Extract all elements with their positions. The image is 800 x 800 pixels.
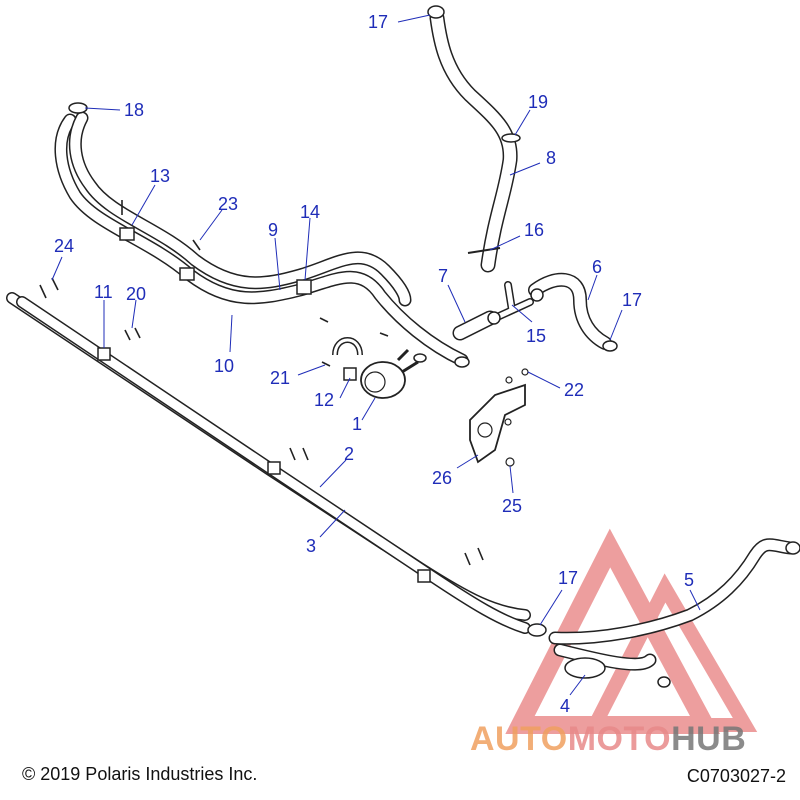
bracket-14: [296, 279, 312, 295]
pump-bracket-12: [332, 337, 363, 381]
callout-10: 10: [214, 356, 234, 376]
bolt-mid-a: [289, 447, 296, 461]
clamp-17-lower: [527, 623, 547, 637]
callout-15: 15: [526, 326, 546, 346]
callout-24: 24: [54, 236, 74, 256]
copyright-notice: © 2019 Polaris Industries Inc.: [22, 764, 258, 784]
nut-25a: [504, 418, 512, 426]
callout-26: 26: [432, 468, 452, 488]
clamp-9-end: [454, 356, 470, 368]
drawing-number: C0703027-2: [686, 766, 786, 786]
clamp-5-side: [657, 676, 671, 688]
callout-14: 14: [300, 202, 320, 222]
callout-labels: 17 19 8 18 13 23 9 14 16 24 7 6 11 20 17…: [54, 12, 694, 716]
bolt-21b: [321, 361, 331, 367]
callout-25: 25: [502, 496, 522, 516]
bolt-23b: [192, 239, 201, 251]
callout-17-lower: 17: [558, 568, 578, 588]
callout-17-top: 17: [368, 12, 388, 32]
bolt-mid-b: [302, 447, 309, 461]
nut-22a: [505, 376, 513, 384]
callout-8: 8: [546, 148, 556, 168]
bracket-13b: [179, 267, 195, 281]
bolt-24a: [39, 284, 47, 299]
callout-11: 11: [94, 282, 113, 302]
clamp-5-end: [785, 541, 800, 555]
bolt-low-a: [464, 552, 471, 566]
bolt-20a: [124, 329, 131, 341]
callout-16: 16: [524, 220, 544, 240]
bolt-low-b: [477, 547, 484, 561]
bracket-11: [97, 347, 111, 361]
tee-fitting-15: [491, 281, 534, 322]
clamp-17-top: [427, 5, 445, 19]
callout-2: 2: [344, 444, 354, 464]
clamp-18: [68, 102, 88, 114]
watermark-part-3: HUB: [671, 720, 746, 758]
bolt-20b: [134, 327, 141, 339]
callout-9: 9: [268, 220, 278, 240]
bolt-24b: [51, 277, 59, 291]
callout-7: 7: [438, 266, 448, 286]
callout-13: 13: [150, 166, 170, 186]
hose-7: [452, 310, 498, 341]
callout-6: 6: [592, 257, 602, 277]
hose-5: [548, 538, 797, 671]
bracket-13: [119, 227, 135, 241]
watermark-part-2: MOTO: [568, 720, 671, 758]
nut-22b: [521, 368, 529, 376]
hoses-9-10: [54, 111, 469, 367]
water-pump-1: [360, 348, 419, 399]
tie-strap-16: [467, 247, 501, 254]
watermark-part-1: AUTO: [470, 720, 568, 758]
clamp-19: [501, 133, 521, 143]
bolts: [39, 200, 484, 566]
bolt-pump: [379, 332, 389, 337]
clamp-15-b: [530, 288, 544, 302]
callout-12: 12: [314, 390, 334, 410]
callout-18: 18: [124, 100, 144, 120]
hose-6: [528, 272, 612, 350]
callout-4: 4: [560, 696, 570, 716]
bracket-lower: [417, 569, 431, 583]
callout-1: 1: [352, 414, 362, 434]
clamp-17-mid: [602, 340, 618, 352]
callout-3: 3: [306, 536, 316, 556]
callout-5: 5: [684, 570, 694, 590]
callout-19: 19: [528, 92, 548, 112]
bracket-mid: [267, 461, 281, 475]
callout-22: 22: [564, 380, 584, 400]
callout-17-mid: 17: [622, 290, 642, 310]
clamp-15-a: [487, 311, 501, 325]
leader-lines: [51, 14, 701, 696]
clamp-pump: [413, 353, 427, 363]
callout-21: 21: [270, 368, 290, 388]
nut-25b: [505, 457, 515, 467]
bolt-21a: [319, 317, 329, 323]
callout-23: 23: [218, 194, 238, 214]
mount-plate-26: [469, 383, 526, 464]
hose-8: [429, 10, 518, 273]
part-4: [564, 657, 606, 679]
watermark-text: AUTOMOTOHUB: [470, 720, 746, 758]
callout-20: 20: [126, 284, 146, 304]
